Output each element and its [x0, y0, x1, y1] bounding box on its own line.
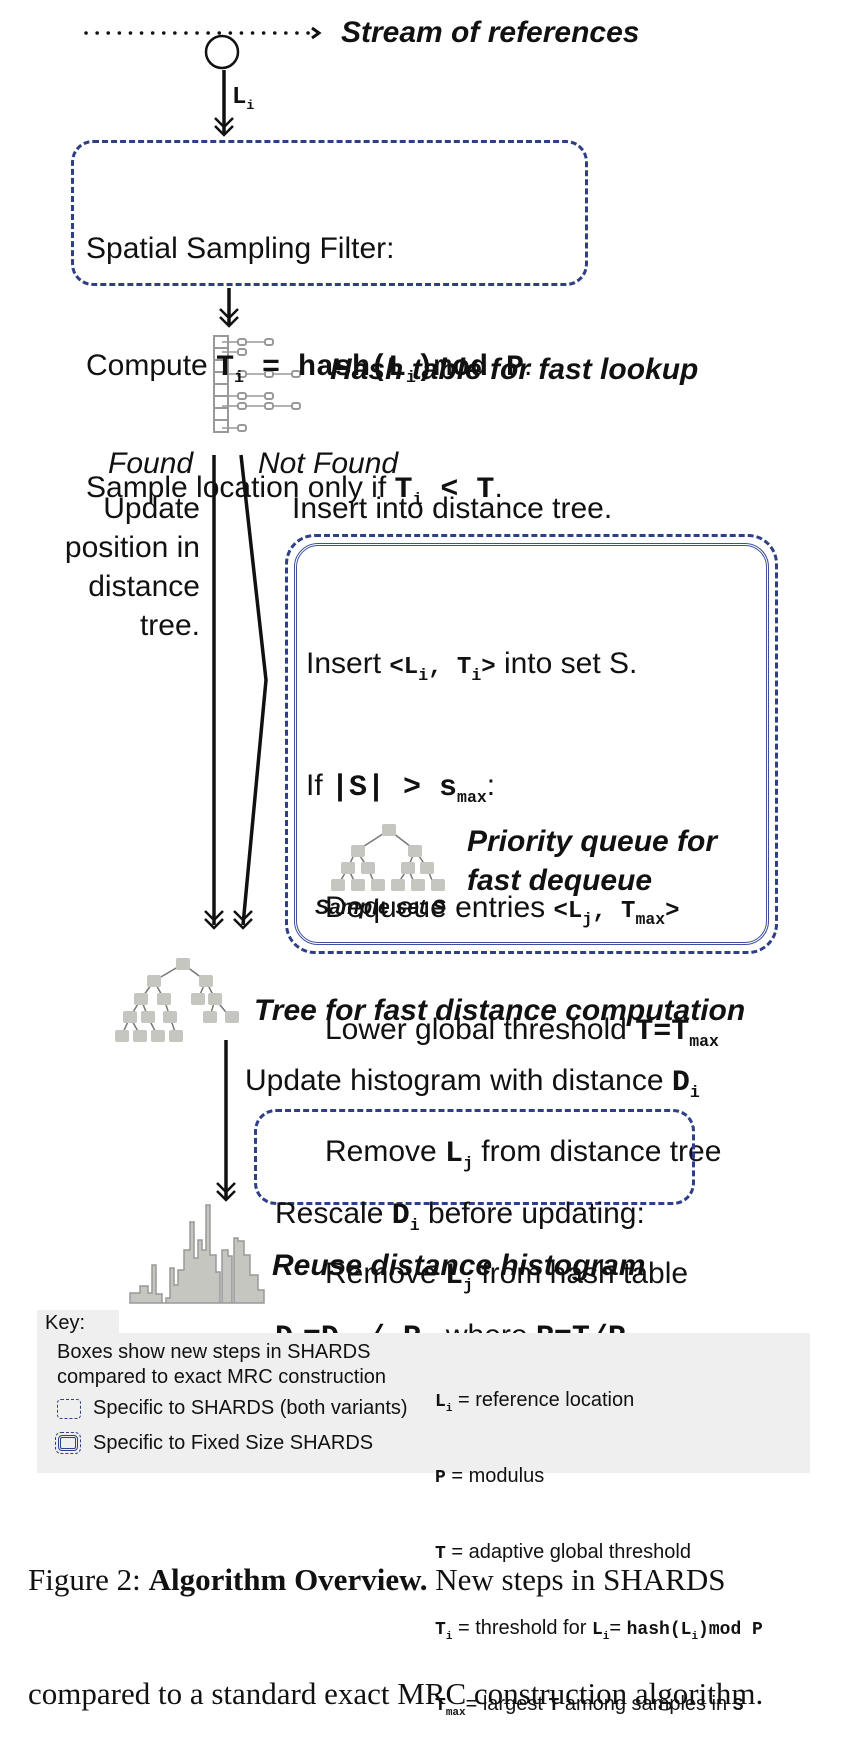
sample-set-label: Sample set S [315, 896, 446, 919]
definition-row: T = adaptive global threshold [435, 1541, 691, 1564]
histogram-label: Reuse distance histogram [272, 1249, 646, 1282]
not-found-arrow [239, 454, 268, 926]
priority-queue-label: Priority queue for fast dequeue [467, 825, 718, 897]
flow-connectors [84, 26, 445, 1304]
key-panel [37, 1333, 810, 1473]
lower-threshold-line: Lower global threshold T=Tmax [325, 1013, 719, 1052]
rescale-line: Rescale Di before updating: [275, 1197, 645, 1236]
insert-line: Insert <Li, Ti> into set S. [306, 647, 638, 686]
rescale-box [254, 1109, 695, 1205]
dequeue-line: Dequeue entries <Lj, Tmax> [325, 891, 680, 930]
definition-row: P = modulus [435, 1465, 545, 1488]
filter-compute-line: Compute Ti = hash(Li)mod P. [86, 349, 533, 388]
priority-queue-tree-icon [331, 824, 445, 891]
legend-single-box-icon [57, 1399, 81, 1419]
fixed-size-shards-inner-border [294, 543, 769, 945]
filter-box-text: Spatial Sampling Filter: Compute Ti = ha… [86, 151, 532, 551]
double-chevron-icon [233, 910, 253, 930]
distance-tree-label: Tree for fast distance computation [254, 994, 746, 1027]
legend-double-label: Specific to Fixed Size SHARDS [93, 1432, 374, 1454]
fixed-box-text: Insert <Li, Ti> into set S. If |S| > sma… [306, 566, 721, 1337]
filter-title: Spatial Sampling Filter: [86, 232, 395, 265]
histogram-icon [129, 1204, 265, 1304]
key-tab [37, 1310, 119, 1336]
key-description: Boxes show new steps in SHARDS compared … [57, 1341, 387, 1388]
key-title: Key: [45, 1312, 86, 1334]
definition-row: Li = reference location [435, 1389, 635, 1415]
caption-title: Algorithm Overview. [148, 1562, 428, 1597]
spatial-sampling-filter-box [71, 140, 588, 286]
reference-circle [204, 34, 240, 70]
stream-arrowhead-icon [311, 26, 322, 40]
found-label: Found [108, 447, 194, 480]
double-chevron-icon [219, 308, 239, 328]
found-action-text: Update position in distance tree. [64, 492, 200, 642]
figure-caption: Figure 2: Algorithm Overview. New steps … [28, 1562, 764, 1711]
stream-label: Stream of references [341, 16, 640, 49]
fixed-size-shards-box [285, 534, 778, 954]
not-found-action-text: Insert into distance tree. [292, 492, 613, 525]
remove-hash-line: Remove Lj from hash table [325, 1257, 689, 1296]
caption-prefix: Figure 2: [28, 1562, 149, 1597]
double-chevron-icon [214, 117, 234, 137]
hash-table-label: Hash table for fast lookup [330, 353, 699, 386]
remove-tree-line: Remove Lj from distance tree [325, 1135, 722, 1174]
double-chevron-icon [204, 910, 224, 930]
not-found-label: Not Found [258, 447, 399, 480]
legend-double-box-icon [55, 1432, 81, 1454]
filter-sample-line: Sample location only if Ti < T. [86, 471, 503, 510]
legend-single-label: Specific to SHARDS (both variants) [93, 1397, 408, 1419]
arrow-variable-label: Li [232, 84, 255, 113]
if-line: If |S| > smax: [306, 769, 496, 808]
distance-tree-icon [115, 958, 239, 1042]
double-chevron-icon [216, 1182, 236, 1202]
update-histogram-text: Update histogram with distance Di [245, 1064, 700, 1103]
hash-table-icon [213, 335, 301, 433]
